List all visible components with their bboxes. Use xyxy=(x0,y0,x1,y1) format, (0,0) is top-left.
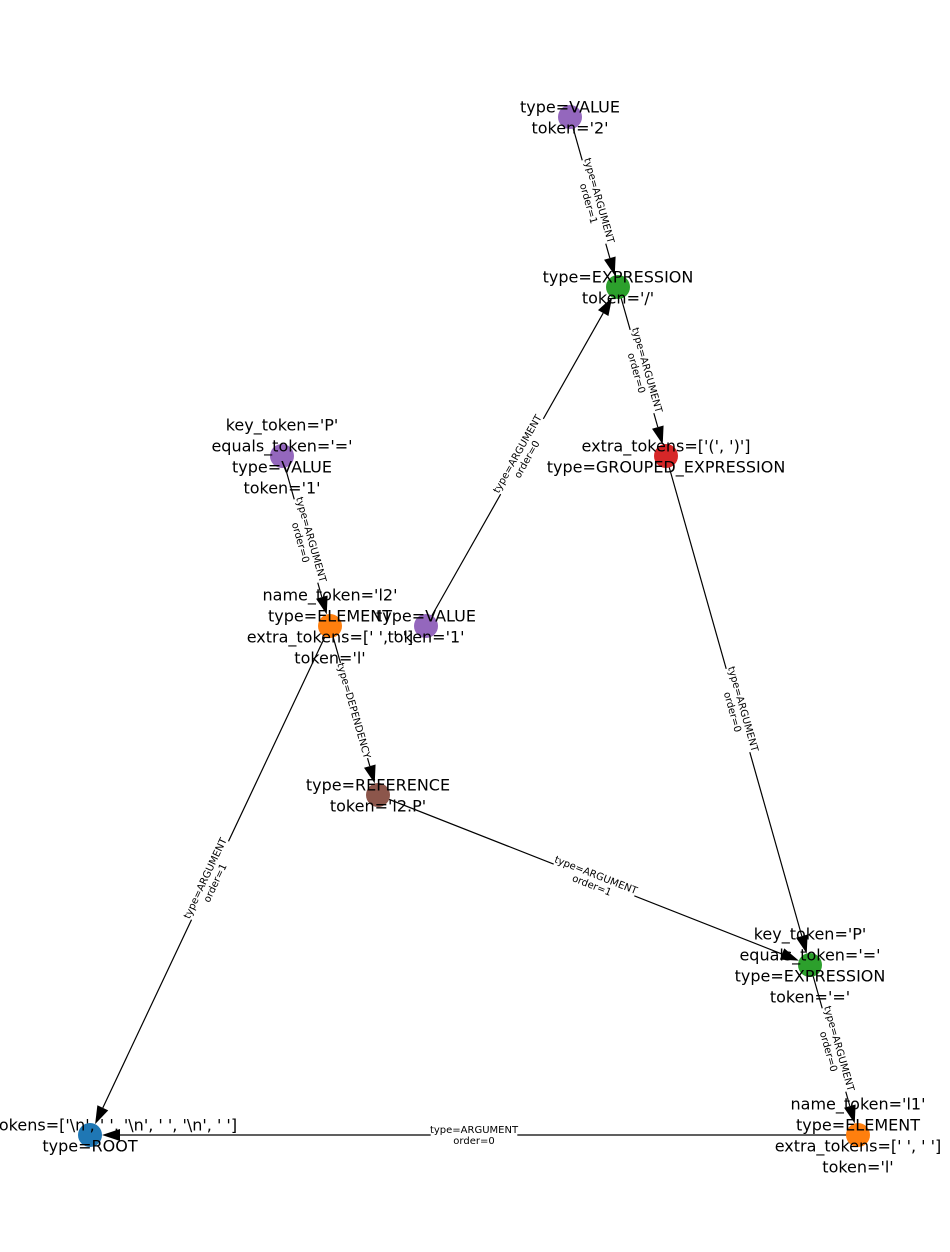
node-expr_div-circle[interactable] xyxy=(606,275,630,299)
node-elem_l1-label: name_token='l1'type=ELEMENT extra_tokens=… xyxy=(775,1095,942,1177)
node-val2-circle[interactable] xyxy=(558,105,582,129)
node-elem_l1-circle[interactable] xyxy=(846,1123,870,1147)
edge-label-background xyxy=(281,495,331,587)
arrow-head-icon xyxy=(95,1105,109,1125)
node-label-line: token='=' xyxy=(770,988,850,1007)
node-elem_l2-circle[interactable] xyxy=(318,614,342,638)
node-label-line: type=VALUE xyxy=(376,607,476,626)
arrow-head-icon xyxy=(316,595,328,615)
node-label-line: token='/' xyxy=(582,289,654,308)
arrow-head-icon xyxy=(604,256,616,276)
arrow-head-icon xyxy=(364,764,376,784)
node-label-line: equals_token='=' xyxy=(739,946,880,966)
node-label-line: type=ELEMENT xyxy=(268,607,392,626)
node-label-line: type=EXPRESSION xyxy=(735,967,886,986)
node-root-label: extra_tokens=['\n', ' ', '\n', ' ', '\n'… xyxy=(0,1116,237,1156)
node-label-line: type=VALUE xyxy=(520,98,620,117)
edge-label-background xyxy=(548,852,640,908)
node-label-line: extra_tokens=[' ', ' '] xyxy=(775,1137,942,1157)
arrow-head-icon xyxy=(779,948,799,961)
edge-label-background xyxy=(617,326,667,417)
node-root-circle[interactable] xyxy=(78,1123,102,1147)
edge-label-background xyxy=(713,665,763,756)
edge-label-line: order=0 xyxy=(453,1136,494,1147)
node-label-line: name_token='l2' xyxy=(263,586,398,606)
arrow-head-icon xyxy=(597,297,613,317)
edge-label-background xyxy=(179,835,241,926)
node-exprP-circle[interactable] xyxy=(798,953,822,977)
node-label-line: equals_token='=' xyxy=(211,437,352,457)
node-label-line: extra_tokens=[' ', ' '] xyxy=(247,628,414,648)
node-elem_l2-label: name_token='l2'type=ELEMENT extra_tokens=… xyxy=(247,586,414,668)
node-label-line: type=EXPRESSION xyxy=(543,268,694,287)
node-val2-label: type=VALUE token='2' xyxy=(520,98,620,138)
node-label-line: type=ROOT xyxy=(42,1137,137,1156)
arrow-head-icon xyxy=(652,425,664,445)
node-label-line: type=ELEMENT xyxy=(796,1116,920,1135)
node-val1-label: type=VALUE token='1' xyxy=(376,607,476,647)
node-label-line: extra_tokens=['\n', ' ', '\n', ' ', '\n'… xyxy=(0,1116,237,1136)
node-label-line: token='l2.P' xyxy=(330,797,426,816)
node-valP-label: key_token='P'equals_token='='type=VALUE t… xyxy=(211,416,352,498)
node-label-line: type=GROUPED_EXPRESSION xyxy=(547,458,786,478)
node-label-line: token='l' xyxy=(294,649,365,668)
node-label-line: token='1' xyxy=(387,628,464,647)
arrow-head-icon xyxy=(844,1104,856,1124)
node-val1-circle[interactable] xyxy=(414,614,438,638)
node-label-line: type=VALUE xyxy=(232,458,332,477)
edge-label-line: type=DEPENDENCY xyxy=(334,662,372,761)
edge-label-line: type=ARGUMENT xyxy=(430,1125,519,1136)
node-expr_div-label: type=EXPRESSION token='/' xyxy=(543,268,694,308)
node-label-line: key_token='P' xyxy=(754,925,867,945)
nodes-layer xyxy=(78,105,870,1147)
edge-label-background xyxy=(333,660,375,761)
edge-label: type=DEPENDENCY xyxy=(333,660,375,761)
node-label-line: token='2' xyxy=(531,119,608,138)
edges-layer xyxy=(95,116,858,1141)
edge-label-background xyxy=(430,1122,518,1148)
arrow-head-icon xyxy=(102,1129,120,1141)
node-label-line: extra_tokens=['(', ')'] xyxy=(582,437,751,457)
node-ref-circle[interactable] xyxy=(366,783,390,807)
node-label-line: key_token='P' xyxy=(226,416,339,436)
node-grouped-circle[interactable] xyxy=(654,444,678,468)
arrow-head-icon xyxy=(796,934,808,954)
node-valP-circle[interactable] xyxy=(270,444,294,468)
node-exprP-label: key_token='P'equals_token='='type=EXPRES… xyxy=(735,925,886,1007)
edge-label-background xyxy=(489,412,555,501)
node-ref-label: type=REFERENCE token='l2.P' xyxy=(306,776,450,816)
node-label-line: token='1' xyxy=(243,479,320,498)
node-label-line: token='l' xyxy=(822,1158,893,1177)
node-grouped-label: extra_tokens=['(', ')']type=GROUPED_EXPR… xyxy=(547,437,786,478)
node-label-line: type=REFERENCE xyxy=(306,776,450,795)
node-label-line: name_token='l1' xyxy=(791,1095,926,1115)
node-labels-layer: type=VALUE token='2' type=EXPRESSION token=… xyxy=(0,98,941,1177)
edge-label-background xyxy=(809,1004,859,1096)
edge-label-background xyxy=(569,156,619,248)
